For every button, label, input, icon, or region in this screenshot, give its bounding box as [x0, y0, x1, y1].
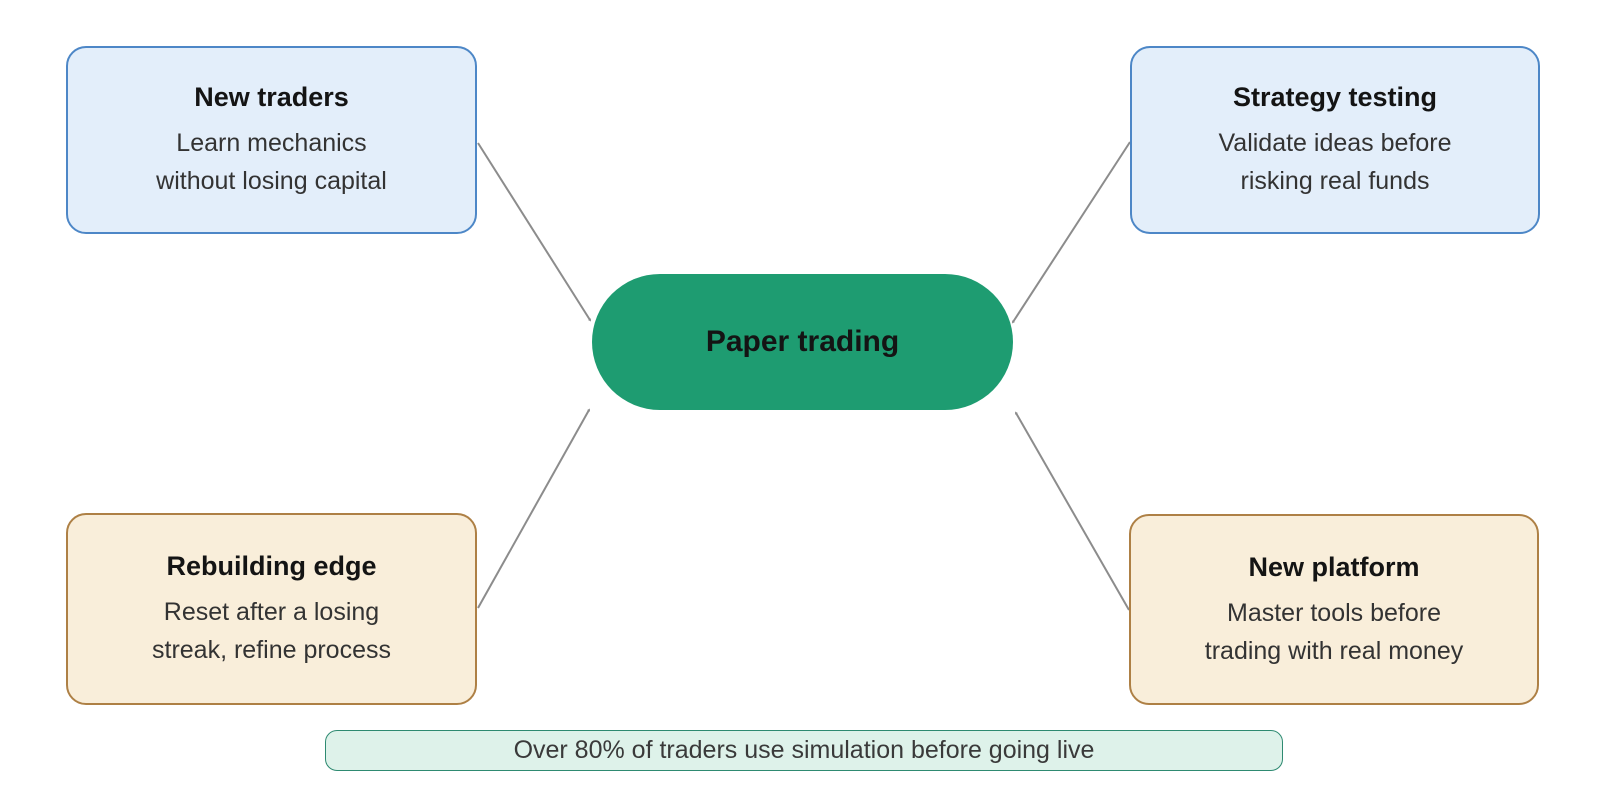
arrow-new-platform-to-center: [1016, 413, 1130, 611]
node-description: Reset after a losing streak, refine proc…: [152, 593, 391, 669]
node-description-line: risking real funds: [1240, 167, 1430, 195]
node-description: Master tools before trading with real mo…: [1205, 594, 1463, 670]
node-description: Validate ideas before risking real funds: [1218, 124, 1451, 200]
center-node-paper-trading: Paper trading: [592, 274, 1013, 410]
arrow-strategy-testing-to-center: [1013, 141, 1131, 322]
node-description: Learn mechanics without losing capital: [156, 124, 387, 200]
node-description-line: Reset after a losing: [163, 598, 380, 626]
arrow-rebuilding-edge-to-center: [477, 410, 589, 609]
center-node-label: Paper trading: [705, 325, 900, 358]
node-description-line: Validate ideas before: [1218, 129, 1452, 157]
node-strategy-testing: Strategy testing Validate ideas before r…: [1130, 46, 1540, 234]
node-title: New traders: [194, 82, 349, 112]
node-new-platform: New platform Master tools before trading…: [1129, 514, 1539, 705]
node-description-line: trading with real money: [1204, 636, 1464, 665]
node-description-line: without losing capital: [156, 167, 387, 195]
footnote-banner: Over 80% of traders use simulation befor…: [325, 730, 1283, 771]
arrow-new-traders-to-center: [477, 142, 590, 320]
node-description-line: streak, refine process: [152, 636, 391, 664]
footnote-text: Over 80% of traders use simulation befor…: [513, 736, 1095, 764]
node-rebuilding-edge: Rebuilding edge Reset after a losing str…: [66, 513, 477, 705]
node-description-line: Learn mechanics: [176, 129, 367, 157]
node-description-line: Master tools before: [1227, 598, 1441, 627]
node-new-traders: New traders Learn mechanics without losi…: [66, 46, 477, 234]
node-title: Strategy testing: [1232, 82, 1438, 112]
node-title: Rebuilding edge: [166, 551, 377, 581]
node-title: New platform: [1248, 551, 1420, 582]
